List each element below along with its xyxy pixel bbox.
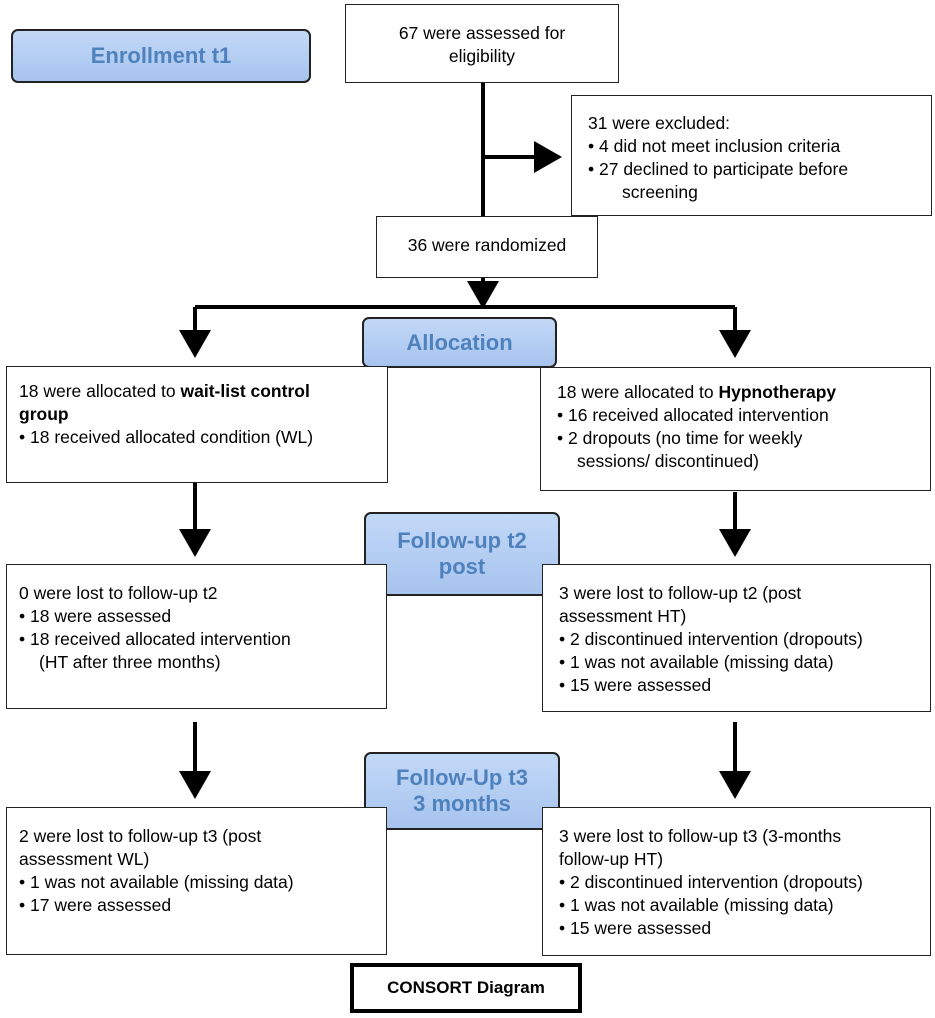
- t2-wl-box: 0 were lost to follow-up t2 18 were asse…: [6, 564, 387, 709]
- t2-ht-item-2: 1 was not available (missing data): [559, 651, 930, 674]
- excluded-header: 31 were excluded:: [588, 113, 731, 133]
- stage-followup-t3: Follow-Up t3 3 months: [364, 752, 560, 830]
- alloc-ht-item-2: 2 dropouts (no time for weekly: [557, 427, 930, 450]
- assessed-line-2: eligibility: [448, 46, 516, 66]
- alloc-ht-line-1: 18 were allocated to Hypnotherapy: [557, 381, 930, 404]
- alloc-ht-group-name: Hypnotherapy: [718, 382, 837, 402]
- t3-ht-item-1: 2 discontinued intervention (dropouts): [559, 871, 930, 894]
- randomized-box: 36 were randomized: [376, 216, 598, 278]
- t2-ht-item-3: 15 were assessed: [559, 674, 930, 697]
- alloc-ht-item-1: 16 received allocated intervention: [557, 404, 930, 427]
- stage-enrollment: Enrollment t1: [11, 29, 311, 83]
- excluded-item-2-cont: screening: [622, 182, 698, 202]
- t3-wl-item-1: 1 was not available (missing data): [19, 871, 386, 894]
- alloc-wl-line-1: 18 were allocated to wait-list control: [19, 380, 387, 403]
- t2-wl-item-2-cont: (HT after three months): [39, 652, 221, 672]
- t3-ht-header-2: follow-up HT): [559, 849, 664, 869]
- randomized-text: 36 were randomized: [407, 235, 567, 255]
- t2-wl-item-1: 18 were assessed: [19, 605, 386, 628]
- t3-ht-header-1: 3 were lost to follow-up t3 (3-months: [559, 826, 842, 846]
- assessed-line-1: 67 were assessed for: [398, 23, 566, 43]
- t2-wl-header: 0 were lost to follow-up t2: [19, 583, 218, 603]
- t3-wl-box: 2 were lost to follow-up t3 (post assess…: [6, 807, 387, 955]
- stage-followup-t2: Follow-up t2 post: [364, 512, 560, 596]
- diagram-caption: CONSORT Diagram: [350, 963, 582, 1013]
- alloc-wl-box: 18 were allocated to wait-list control g…: [6, 366, 388, 483]
- alloc-ht-prefix: 18 were allocated to: [557, 382, 719, 402]
- assessed-box: 67 were assessed for eligibility: [345, 4, 619, 83]
- t3-wl-header-2: assessment WL): [19, 849, 150, 869]
- alloc-ht-item-2-cont: sessions/ discontinued): [577, 451, 759, 471]
- t2-ht-header-2: assessment HT): [559, 606, 687, 626]
- t3-ht-item-2: 1 was not available (missing data): [559, 894, 930, 917]
- t2-ht-box: 3 were lost to follow-up t2 (post assess…: [542, 564, 931, 712]
- stage-allocation: Allocation: [362, 317, 557, 368]
- stage-followup-t2-line-1: Follow-up t2: [397, 528, 527, 553]
- t3-wl-header-1: 2 were lost to follow-up t3 (post: [19, 826, 262, 846]
- alloc-wl-prefix: 18 were allocated to: [19, 381, 181, 401]
- t2-ht-header-1: 3 were lost to follow-up t2 (post: [559, 583, 802, 603]
- stage-enrollment-label: Enrollment t1: [90, 43, 232, 68]
- alloc-ht-box: 18 were allocated to Hypnotherapy 16 rec…: [540, 367, 931, 491]
- t3-ht-item-3: 15 were assessed: [559, 917, 930, 940]
- excluded-box: 31 were excluded: 4 did not meet inclusi…: [571, 95, 932, 216]
- stage-followup-t3-line-1: Follow-Up t3: [396, 765, 528, 790]
- excluded-item-1: 4 did not meet inclusion criteria: [588, 135, 931, 158]
- t2-ht-item-1: 2 discontinued intervention (dropouts): [559, 628, 930, 651]
- excluded-item-2: 27 declined to participate before: [588, 158, 931, 181]
- alloc-wl-group-name: wait-list control: [180, 381, 310, 401]
- stage-followup-t3-line-2: 3 months: [413, 791, 511, 816]
- alloc-wl-group-name-cont: group: [19, 404, 69, 424]
- t2-wl-item-2: 18 received allocated intervention: [19, 628, 386, 651]
- t3-wl-item-2: 17 were assessed: [19, 894, 386, 917]
- diagram-caption-text: CONSORT Diagram: [387, 978, 545, 997]
- t3-ht-box: 3 were lost to follow-up t3 (3-months fo…: [542, 807, 931, 956]
- stage-followup-t2-line-2: post: [438, 554, 486, 579]
- stage-allocation-label: Allocation: [406, 329, 513, 355]
- alloc-wl-item-1: 18 received allocated condition (WL): [19, 426, 387, 449]
